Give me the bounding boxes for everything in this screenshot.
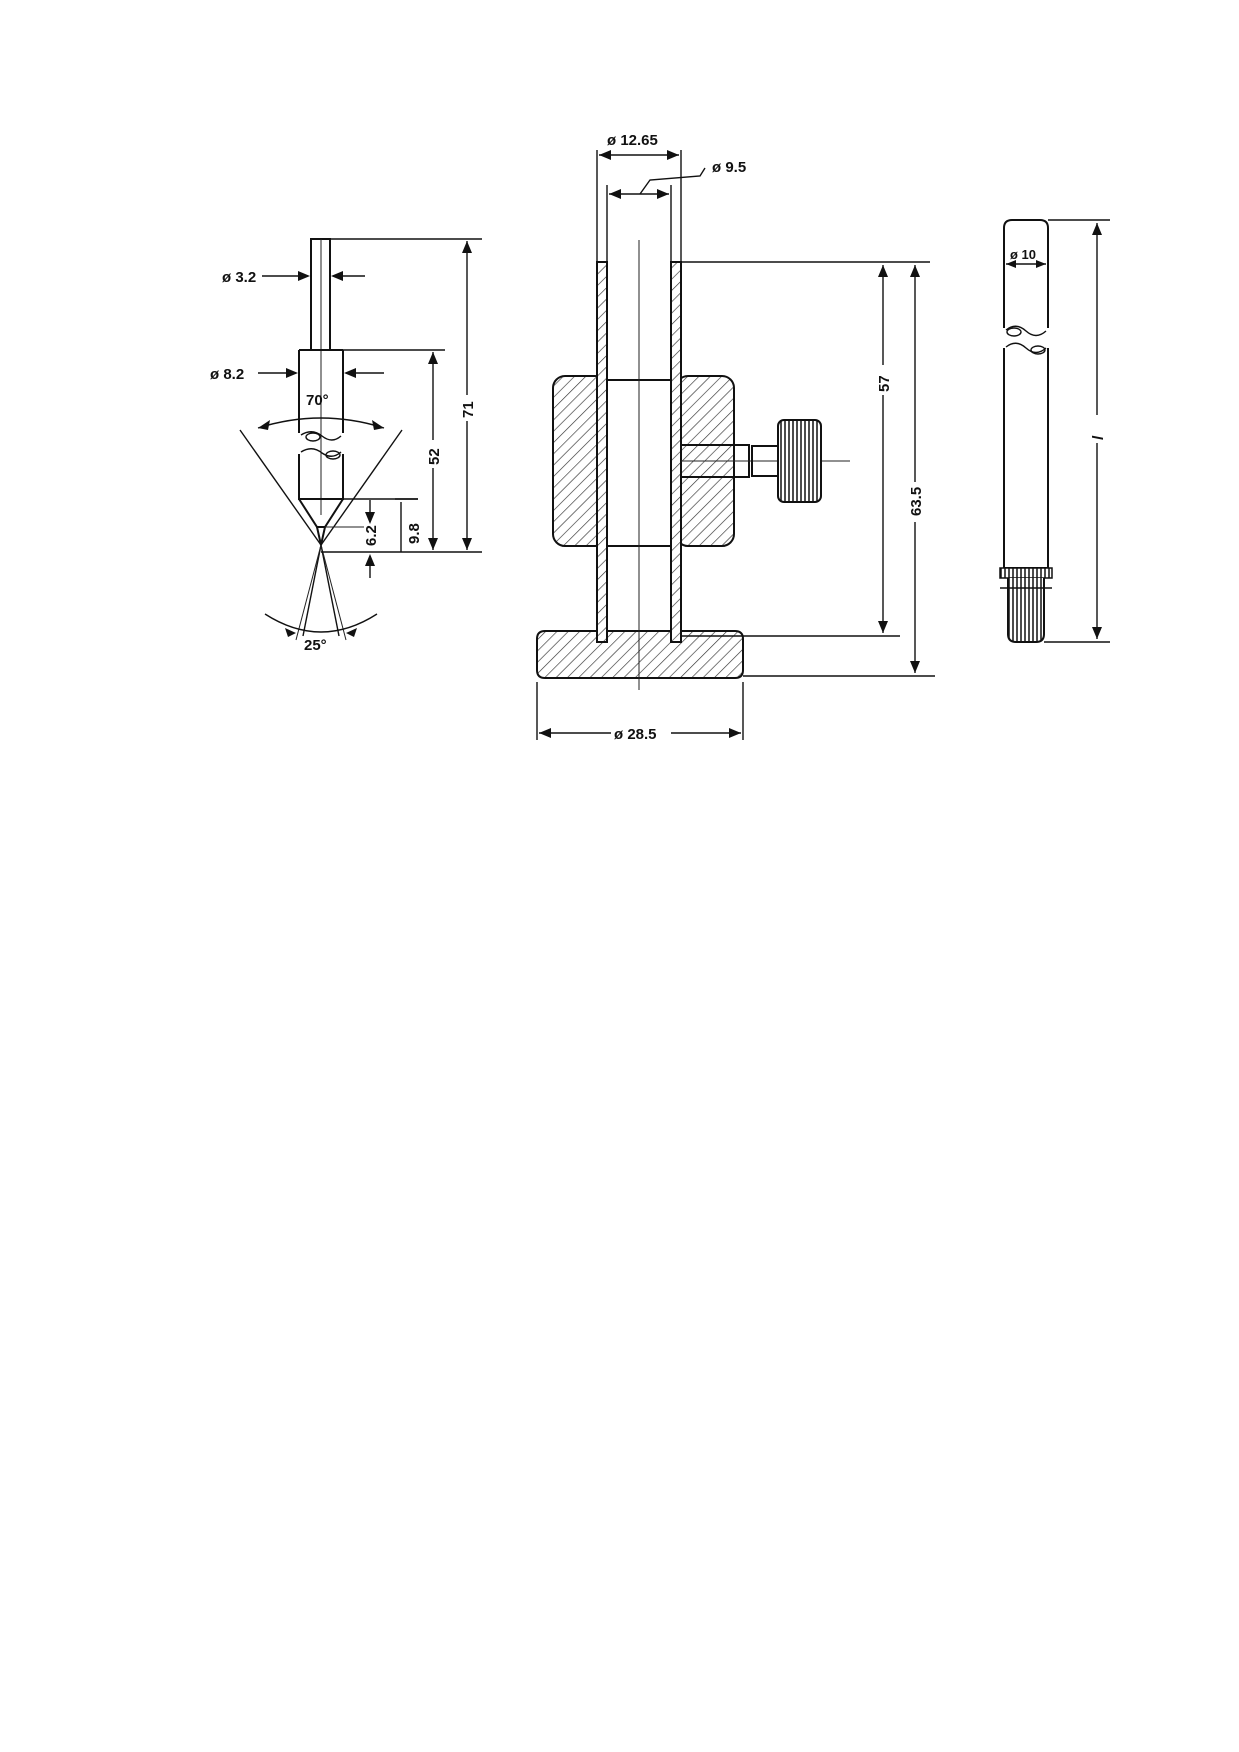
tube-wall-right [670,261,682,643]
dim-total-height: 63.5 [908,487,925,516]
holder-figure: ø 12.65 ø 9.5 ø 28.5 57 63.5 [536,132,935,743]
dim-base-diameter: ø 28.5 [614,726,657,743]
dim-tip-length: 6.2 [363,525,380,546]
break-mark [300,431,342,441]
knurled-knob [777,419,822,503]
needle-tip [316,526,326,546]
dim-outer-diameter: ø 12.65 [607,132,658,149]
rod-lower [1003,348,1049,569]
needle-figure: ø 3.2 ø 8.2 70° 25° 6.2 9.8 52 [210,238,482,654]
dim-tip-angle: 25° [304,637,327,654]
dim-cone-angle: 70° [306,392,329,409]
rod-collar [999,567,1053,579]
dim-shank-diameter: ø 3.2 [222,269,256,286]
dim-body-diameter: ø 8.2 [210,366,244,383]
dim-rod-length: l [1090,435,1107,440]
dim-total-length: 71 [460,401,477,418]
needle-body-lower [298,454,344,500]
needle-cone [298,498,344,528]
dim-rod-diameter: ø 10 [1010,247,1036,262]
dim-inner-diameter: ø 9.5 [712,159,746,176]
break-mark [300,448,342,457]
dim-body-length: 52 [426,448,443,465]
tube-wall-left [596,261,608,643]
rod-figure: ø 10 l [999,219,1110,643]
dim-cone-length: 9.8 [406,523,423,544]
dim-tube-height: 57 [876,375,893,392]
holder-base [536,630,744,679]
rod-knurled-end [1007,578,1045,643]
rod-upper [1003,219,1049,328]
